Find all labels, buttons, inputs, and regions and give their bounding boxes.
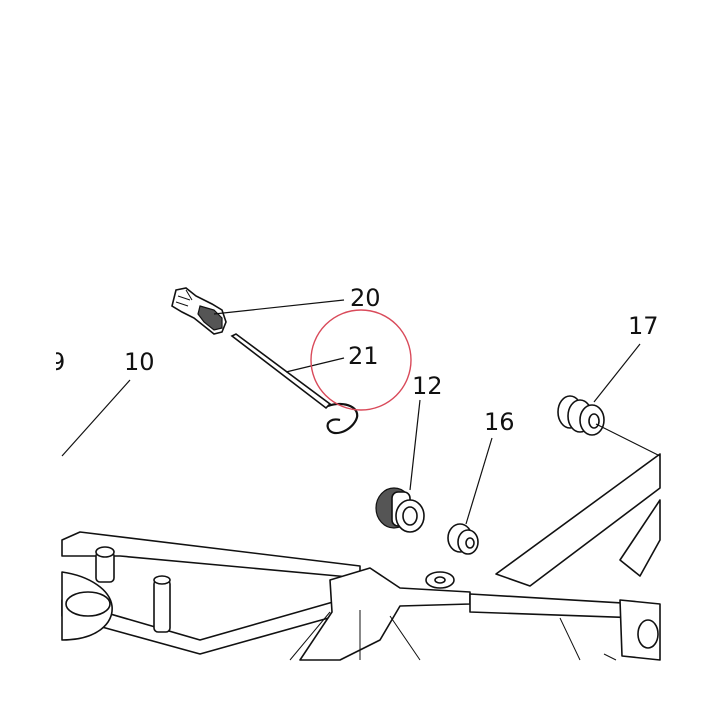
- part-21-hook-rod: [230, 333, 359, 435]
- leader-12: [409, 399, 421, 491]
- callout-21: 21: [348, 342, 379, 370]
- left-crop-mask: [0, 330, 56, 390]
- callout-17: 17: [628, 312, 659, 340]
- leader-16: [465, 437, 493, 525]
- callout-10: 10: [124, 348, 155, 376]
- part-17-grommet: [557, 395, 605, 436]
- callout-20: 20: [350, 284, 381, 312]
- leader-lines: [61, 299, 661, 525]
- part-16-grommet: [447, 523, 479, 555]
- callout-12: 12: [412, 372, 443, 400]
- part-20-clip: [171, 287, 227, 335]
- leader-21: [285, 357, 345, 373]
- frame-structure: [61, 453, 661, 661]
- callout-16: 16: [484, 408, 515, 436]
- leader-17: [593, 343, 641, 403]
- leader-20: [213, 299, 345, 315]
- leader-10: [61, 379, 131, 457]
- part-12-grommet: [375, 487, 425, 533]
- highlight-circle: [310, 309, 412, 411]
- leader-17-tail: [595, 423, 661, 457]
